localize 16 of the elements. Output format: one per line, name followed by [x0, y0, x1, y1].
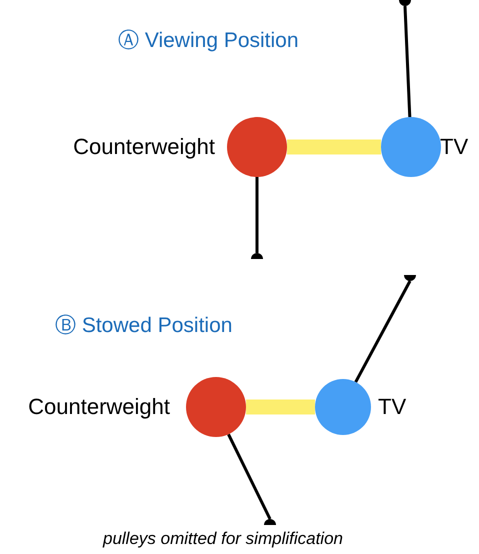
cable-line — [227, 434, 272, 520]
connecting-bar — [246, 400, 315, 414]
connecting-bar — [287, 140, 381, 154]
node-caption: TV — [378, 396, 406, 418]
anchor-icon — [264, 519, 276, 525]
anchor-icon — [404, 275, 416, 281]
node-caption: TV — [440, 136, 468, 158]
node-caption: Counterweight — [73, 136, 215, 158]
section-heading: Ⓑ Stowed Position — [55, 313, 232, 339]
anchor-icon — [399, 0, 411, 6]
cable-line — [354, 280, 412, 383]
anchor-icon — [251, 253, 263, 259]
note-text: pulleys omitted for simplification — [103, 528, 343, 550]
section-heading: Ⓐ Viewing Position — [118, 28, 299, 54]
cable-line — [256, 177, 258, 253]
node-caption: Counterweight — [28, 396, 170, 418]
